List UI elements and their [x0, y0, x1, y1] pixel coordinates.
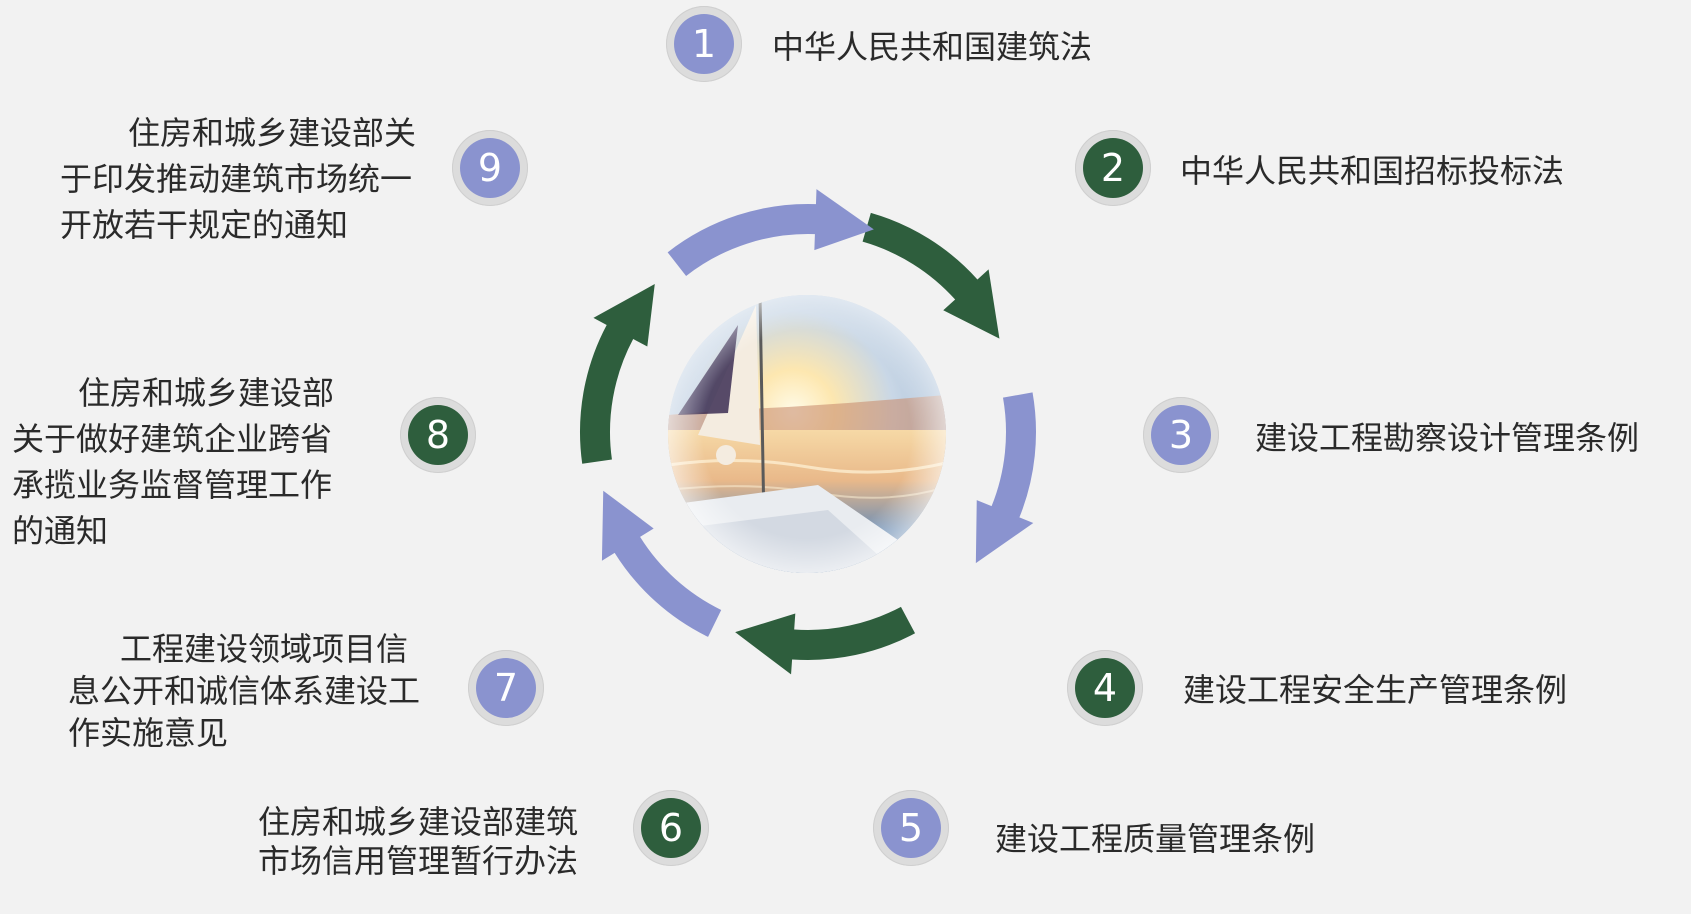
- step-badge-9: 9: [452, 130, 528, 206]
- step-number-8: 8: [408, 405, 468, 465]
- step-number-9: 9: [460, 138, 520, 198]
- cycle-arrow-4: [601, 490, 722, 637]
- step-label-2: 中华人民共和国招标投标法: [1180, 152, 1565, 190]
- step-label-9: 住房和城乡建设部关于印发推动建筑市场统一开放若干规定的通知: [60, 114, 417, 244]
- step-number-2: 2: [1083, 138, 1143, 198]
- step-badge-8: 8: [400, 397, 476, 473]
- step-label-1: 中华人民共和国建筑法: [772, 28, 1093, 66]
- step-number-7: 7: [476, 658, 536, 718]
- cycle-arrow-6: [667, 189, 874, 276]
- step-badge-4: 4: [1067, 650, 1143, 726]
- step-label-3: 建设工程勘察设计管理条例: [1255, 419, 1640, 457]
- step-label-7: 工程建设领域项目信息公开和诚信体系建设工作实施意见: [68, 630, 421, 752]
- step-number-6: 6: [641, 798, 701, 858]
- step-badge-5: 5: [873, 790, 949, 866]
- cycle-arrow-1: [862, 212, 1000, 339]
- step-badge-3: 3: [1143, 397, 1219, 473]
- sailboat-sunset-photo-icon: [668, 295, 946, 573]
- step-badge-6: 6: [633, 790, 709, 866]
- step-number-5: 5: [881, 798, 941, 858]
- step-label-5: 建设工程质量管理条例: [995, 820, 1316, 858]
- cycle-arrow-2: [975, 392, 1036, 564]
- step-badge-2: 2: [1075, 130, 1151, 206]
- step-label-6: 住房和城乡建设部建筑市场信用管理暂行办法: [258, 803, 579, 880]
- step-number-1: 1: [674, 14, 734, 74]
- step-badge-7: 7: [468, 650, 544, 726]
- cycle-arrow-5: [580, 284, 655, 464]
- center-photo: [668, 295, 946, 573]
- step-label-4: 建设工程安全生产管理条例: [1183, 671, 1568, 709]
- step-number-4: 4: [1075, 658, 1135, 718]
- step-number-3: 3: [1151, 405, 1211, 465]
- cycle-arrow-3: [735, 606, 916, 675]
- step-label-8: 住房和城乡建设部关于做好建筑企业跨省承揽业务监督管理工作的通知: [12, 374, 335, 550]
- step-badge-1: 1: [666, 6, 742, 82]
